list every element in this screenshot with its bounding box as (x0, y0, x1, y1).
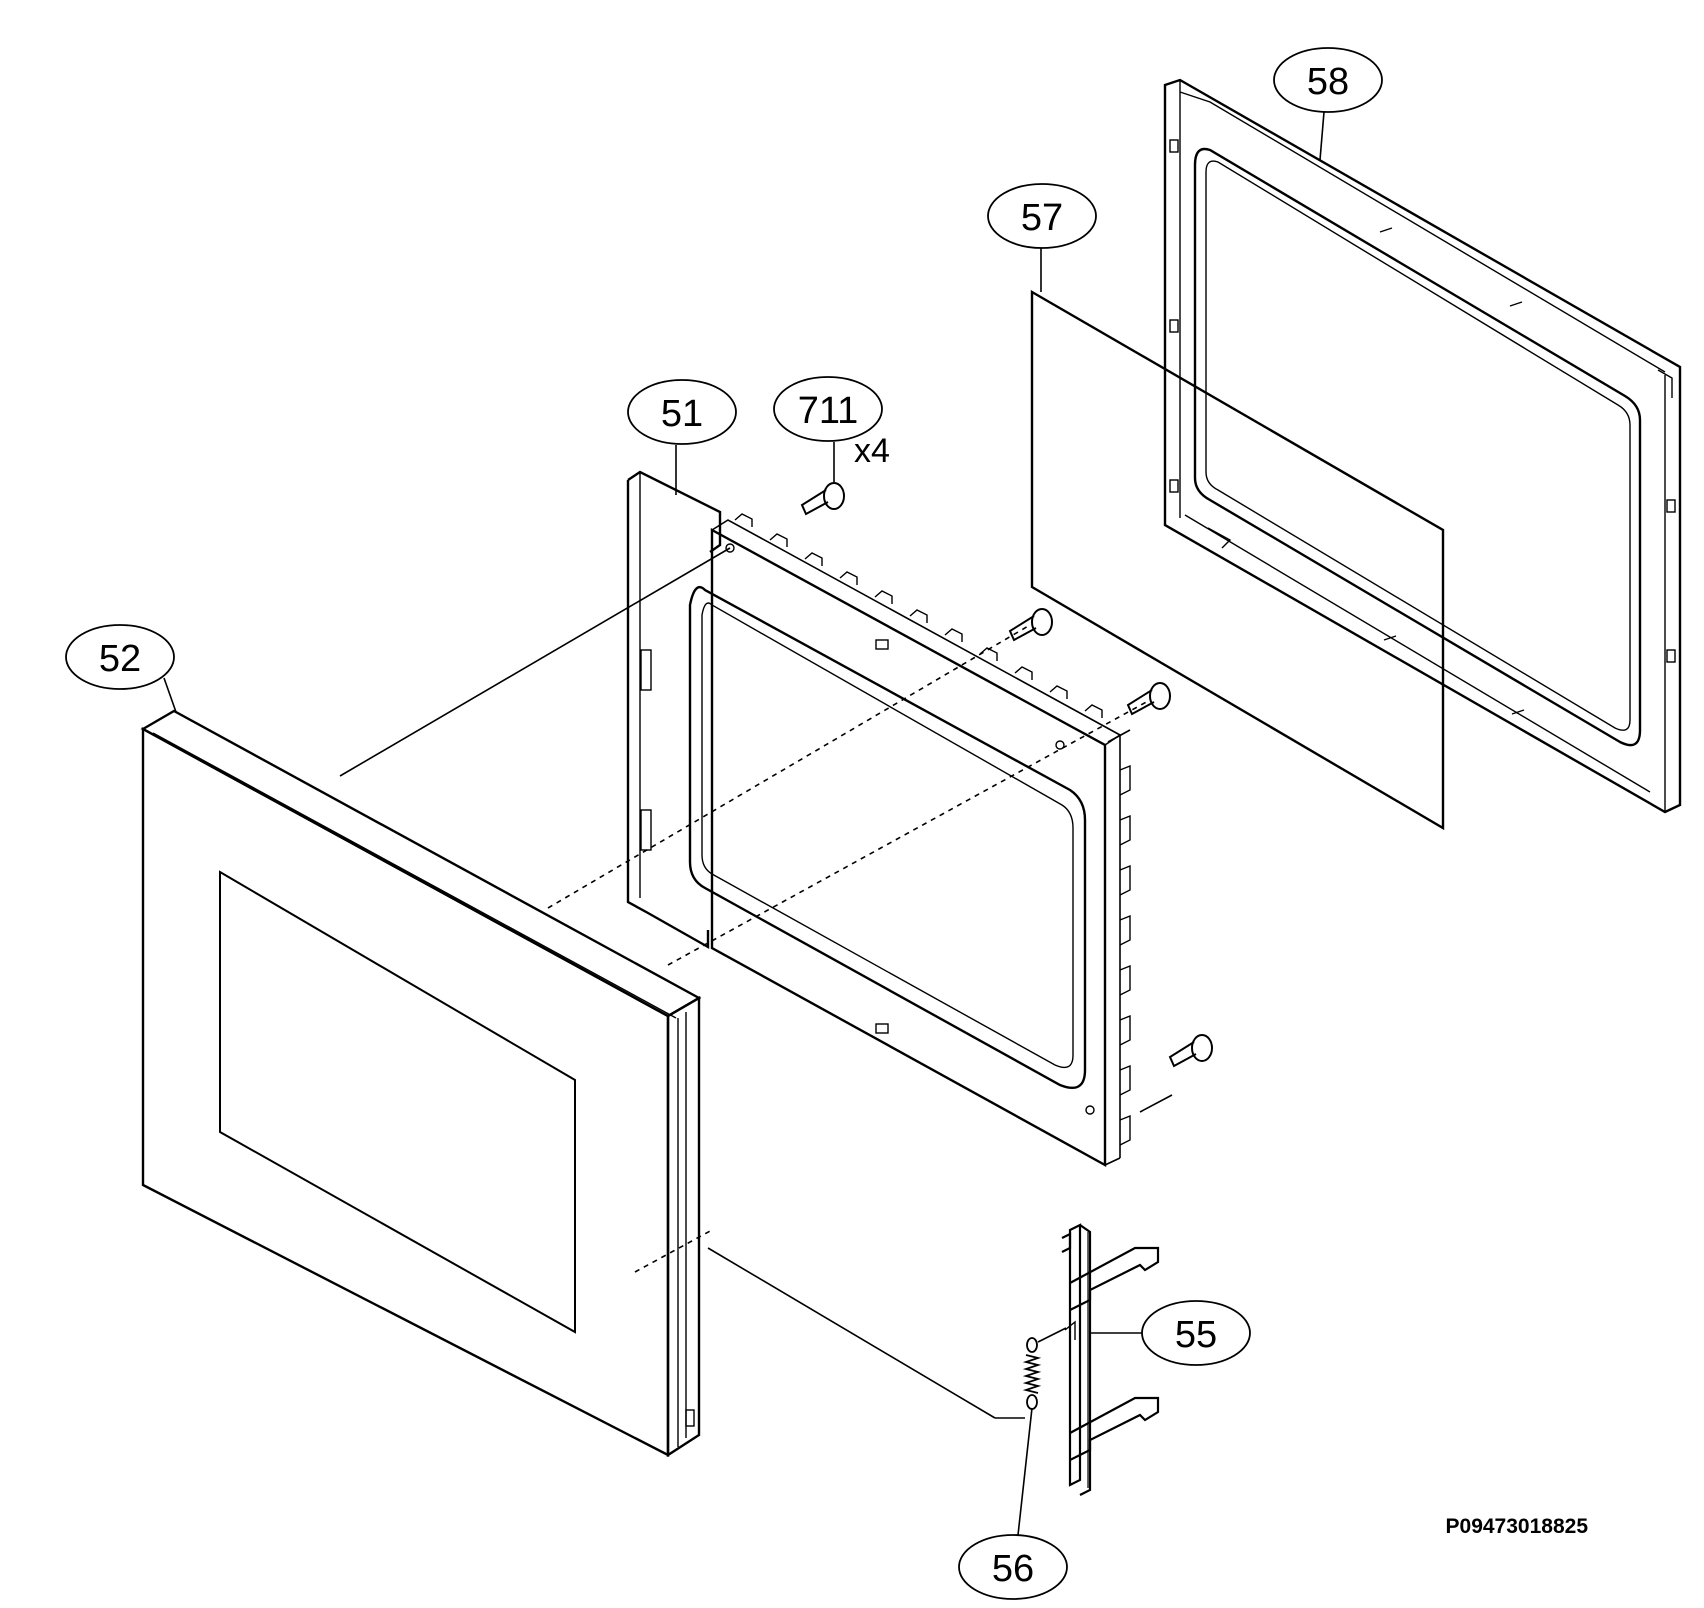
part-51-inner-frame (626, 470, 1131, 1168)
svg-text:52: 52 (99, 638, 141, 680)
callout-56: 56 (958, 1534, 1068, 1600)
callout-57: 57 (987, 183, 1097, 249)
screw-3 (1126, 682, 1171, 716)
dashed-assembly-lines (547, 624, 1151, 1273)
assembly-lines (163, 111, 1325, 1536)
part-55-latch-bar (1061, 1223, 1160, 1496)
callout-711: 711 (773, 376, 883, 442)
part-56-spring (1022, 1337, 1042, 1410)
screw-1 (800, 482, 845, 516)
callout-52: 52 (65, 624, 175, 690)
svg-text:57: 57 (1021, 197, 1063, 239)
callout-58: 58 (1273, 47, 1383, 113)
svg-text:58: 58 (1307, 61, 1349, 103)
part-711-screws (800, 482, 1213, 1068)
callout-55: 55 (1141, 1300, 1251, 1366)
svg-text:56: 56 (992, 1548, 1034, 1590)
svg-text:711: 711 (798, 390, 859, 432)
part-58-outer-frame (1163, 78, 1682, 814)
quantity-label-711: x4 (854, 432, 890, 470)
svg-text:55: 55 (1175, 1314, 1217, 1356)
screw-2 (1008, 608, 1053, 642)
svg-text:51: 51 (661, 393, 703, 435)
part-57-glass-sheet (1030, 289, 1445, 831)
drawing-code: P09473018825 (1446, 1515, 1589, 1538)
part-52-door-panel (140, 709, 702, 1458)
screw-4 (1168, 1034, 1213, 1068)
callout-51: 51 (627, 379, 737, 445)
